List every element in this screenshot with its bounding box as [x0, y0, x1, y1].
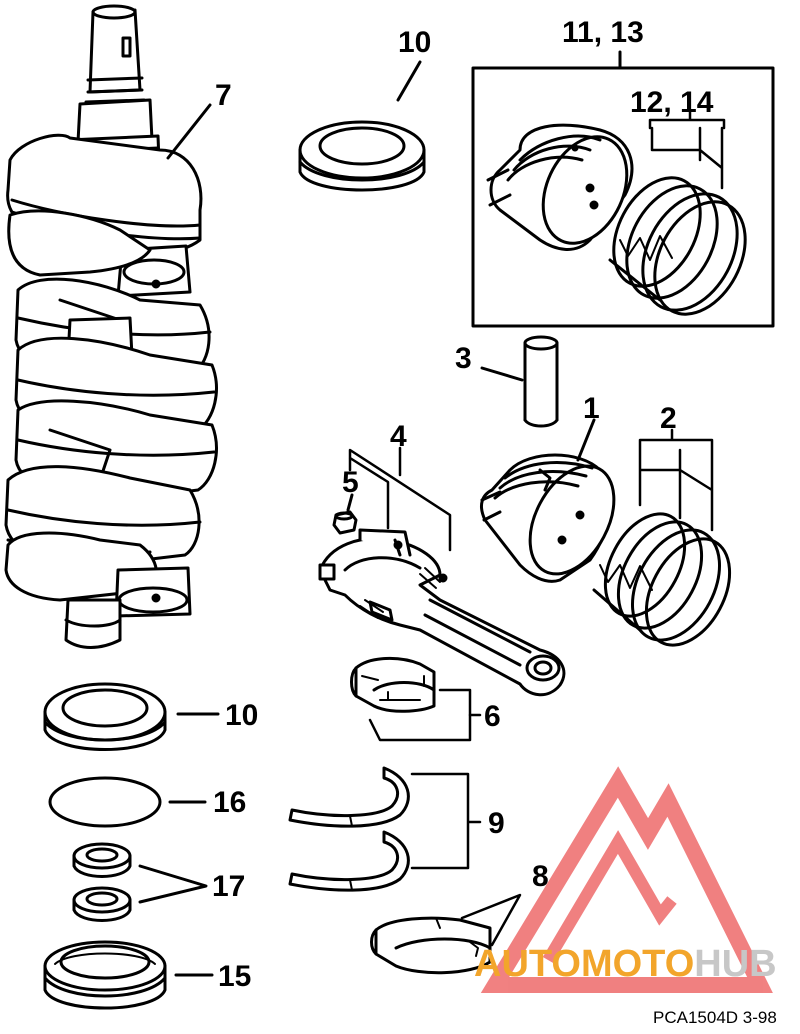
- leader-7: [166, 103, 212, 160]
- o-ring: [48, 776, 162, 828]
- leader-17: [138, 864, 208, 904]
- main-bearing: [370, 916, 492, 975]
- seal-lower: [43, 682, 167, 751]
- leader-8: [460, 893, 522, 947]
- leader-1: [576, 418, 596, 462]
- bracket-6: [368, 688, 472, 742]
- seal-top: [298, 120, 426, 192]
- piston-kit-piston: [486, 123, 634, 251]
- thrust-washer-lower: [288, 830, 410, 892]
- rod-bolt-2: [359, 599, 384, 619]
- piston: [480, 453, 616, 583]
- callout-4: 4: [390, 420, 407, 453]
- piston-pin: [523, 335, 559, 428]
- leader-10-top: [396, 60, 422, 102]
- connecting-rod: [318, 528, 566, 697]
- watermark-auto: AUTO: [474, 943, 581, 985]
- leader-3: [480, 366, 524, 382]
- bracket-2: [638, 428, 714, 532]
- bracket-4: [348, 446, 452, 552]
- callout-9: 9: [488, 807, 505, 840]
- small-seal-lower: [72, 886, 132, 922]
- crankshaft: [4, 4, 218, 649]
- watermark-logo: [480, 766, 773, 993]
- rod-bolt-1: [419, 567, 441, 589]
- thrust-washer-upper: [288, 766, 410, 828]
- rod-bearing: [350, 656, 436, 713]
- callout-16: 16: [213, 786, 246, 819]
- callout-11-13: 11, 13: [562, 16, 644, 49]
- watermark-moto: MOTO: [581, 943, 694, 985]
- bracket-9: [410, 772, 482, 870]
- piston-rings: [592, 512, 732, 647]
- bottom-seal: [43, 940, 167, 1010]
- callout-3: 3: [455, 342, 472, 375]
- callout-17: 17: [212, 870, 245, 903]
- watermark-hub: HUB: [694, 943, 776, 985]
- piston-kit-rings: [608, 176, 747, 316]
- callout-12-14: 12, 14: [630, 86, 714, 119]
- piston-kit-box: [471, 66, 775, 328]
- callout-8: 8: [532, 860, 549, 893]
- watermark-text: AUTOMOTOHUB: [474, 943, 777, 985]
- rod-nut: [332, 510, 358, 535]
- callout-1: 1: [583, 392, 600, 425]
- leader-5: [346, 493, 354, 512]
- callout-7: 7: [215, 79, 232, 112]
- callout-10-left: 10: [225, 699, 258, 732]
- callout-5: 5: [342, 466, 359, 499]
- callout-2: 2: [660, 402, 677, 435]
- bracket-12-14: [648, 110, 726, 190]
- figure-code: PCA1504D 3-98: [653, 1008, 777, 1027]
- callout-15: 15: [218, 960, 251, 993]
- callout-10-top: 10: [398, 26, 431, 59]
- callout-6: 6: [484, 700, 501, 733]
- small-seal-upper: [72, 842, 132, 878]
